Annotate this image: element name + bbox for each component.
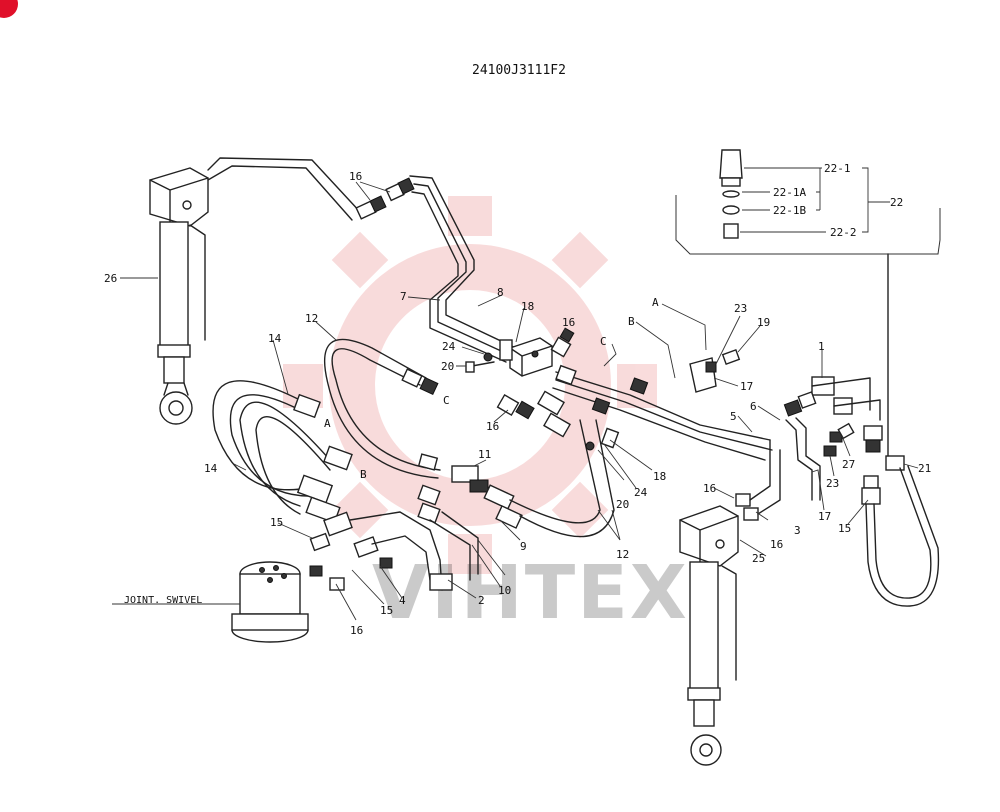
callout-25: 25 [752, 552, 765, 565]
callout-22-1a: 22-1A [773, 186, 806, 199]
inset-22 [675, 149, 941, 255]
callout-22-2: 22-2 [830, 226, 857, 239]
callout-hose-c: C [443, 394, 450, 407]
callout-16-rb: 16 [770, 538, 783, 551]
hose-14-fittings [293, 393, 353, 524]
callout-hose-b: B [360, 468, 367, 481]
fitting-c-line [555, 364, 649, 415]
callout-4: 4 [399, 594, 406, 607]
callout-17-right: 17 [818, 510, 831, 523]
callout-22: 22 [890, 196, 903, 209]
fitting-16-block [550, 327, 575, 358]
cylinder-right [679, 505, 739, 766]
tee-11 [417, 465, 523, 529]
callout-19: 19 [757, 316, 770, 329]
callout-21: 21 [918, 462, 931, 475]
callout-26: 26 [104, 272, 117, 285]
hose-12-fittings [401, 368, 439, 471]
callout-12-bottom: 12 [616, 548, 629, 561]
callout-22-1: 22-1 [824, 162, 851, 175]
fitting-16-mid [496, 390, 571, 438]
callout-5: 5 [730, 410, 737, 423]
callout-11: 11 [478, 448, 491, 461]
cylinder-left [149, 167, 209, 425]
callout-2: 2 [478, 594, 485, 607]
callout-16-top: 16 [349, 170, 362, 183]
callout-14-top: 14 [268, 332, 282, 345]
callout-23-top: 23 [734, 302, 747, 315]
callout-line-a: A [652, 296, 659, 309]
corner-badge [0, 0, 18, 18]
callouts: 26 16 7 8 18 16 24 20 A B C 23 19 17 1 6… [104, 162, 931, 637]
joint-swivel [231, 561, 309, 643]
callout-9: 9 [520, 540, 527, 553]
junction-block [499, 337, 553, 377]
joint-swivel-label: JOINT. SWIVEL [124, 595, 202, 606]
clamp-17 [689, 349, 741, 393]
fitting-16-top [355, 177, 415, 220]
callout-15-right: 15 [838, 522, 851, 535]
callout-7: 7 [400, 290, 407, 303]
callout-6: 6 [750, 400, 757, 413]
watermark-text: VIHTEX [372, 550, 689, 636]
callout-3: 3 [794, 524, 801, 537]
callout-12-top: 12 [305, 312, 318, 325]
callout-line-b: B [628, 315, 635, 328]
callout-16-block: 16 [562, 316, 575, 329]
callout-14-left: 14 [204, 462, 218, 475]
callout-23-right: 23 [826, 477, 839, 490]
bolt-20-24 [465, 352, 495, 373]
callout-hose-a: A [324, 417, 331, 430]
callout-16-bottom: 16 [350, 624, 363, 637]
callout-15-left: 15 [270, 516, 283, 529]
callout-22-1b: 22-1B [773, 204, 806, 217]
fitting-16-right [735, 493, 759, 521]
right-line-fittings [783, 376, 853, 443]
callout-line-c: C [600, 335, 607, 348]
callout-20-mid: 20 [616, 498, 629, 511]
callout-20-left: 20 [441, 360, 454, 373]
drawing-number: 24100J3111F2 [472, 63, 566, 78]
callout-24-mid: 24 [634, 486, 648, 499]
callout-16-mid: 16 [486, 420, 499, 433]
callout-18-mid: 18 [653, 470, 666, 483]
callout-1: 1 [818, 340, 825, 353]
callout-17-mid: 17 [740, 380, 753, 393]
callout-18-top: 18 [521, 300, 534, 313]
callout-16-right: 16 [703, 482, 716, 495]
callout-10: 10 [498, 584, 511, 597]
callout-15-bottom: 15 [380, 604, 393, 617]
callout-8: 8 [497, 286, 504, 299]
callout-24-left: 24 [442, 340, 456, 353]
callout-27: 27 [842, 458, 855, 471]
